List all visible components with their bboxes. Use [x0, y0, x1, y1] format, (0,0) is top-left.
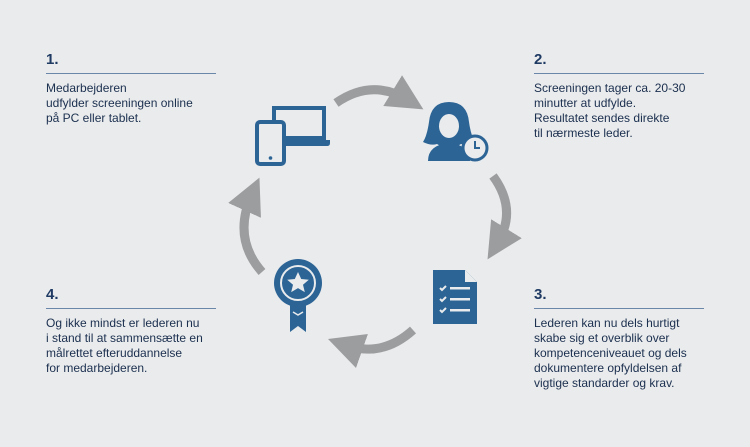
arrow-right — [487, 173, 522, 260]
checklist-icon — [433, 270, 477, 324]
step-number: 2. — [534, 51, 704, 74]
step-description: Og ikke mindst er lederen nu i stand til… — [46, 316, 203, 375]
step-description: Screeningen tager ca. 20-30 minutter at … — [534, 81, 686, 140]
step-2: 2. Screeningen tager ca. 20-30 minutter … — [534, 51, 704, 141]
arrow-bottom — [328, 326, 417, 368]
arrow-top — [333, 75, 424, 110]
award-badge-icon — [274, 259, 322, 332]
step-4: 4. Og ikke mindst er lederen nu i stand … — [46, 286, 216, 376]
step-number: 1. — [46, 51, 216, 74]
step-description: Medarbejderen udfylder screeningen onlin… — [46, 81, 193, 125]
devices-icon — [255, 106, 330, 166]
step-number: 4. — [46, 286, 216, 309]
step-description: Lederen kan nu dels hurtigt skabe sig et… — [534, 316, 687, 390]
step-1: 1. Medarbejderen udfylder screeningen on… — [46, 51, 216, 126]
employee-clock-icon — [423, 102, 489, 162]
arrow-left — [228, 177, 266, 275]
step-number: 3. — [534, 286, 704, 309]
step-3: 3. Lederen kan nu dels hurtigt skabe sig… — [534, 286, 704, 391]
